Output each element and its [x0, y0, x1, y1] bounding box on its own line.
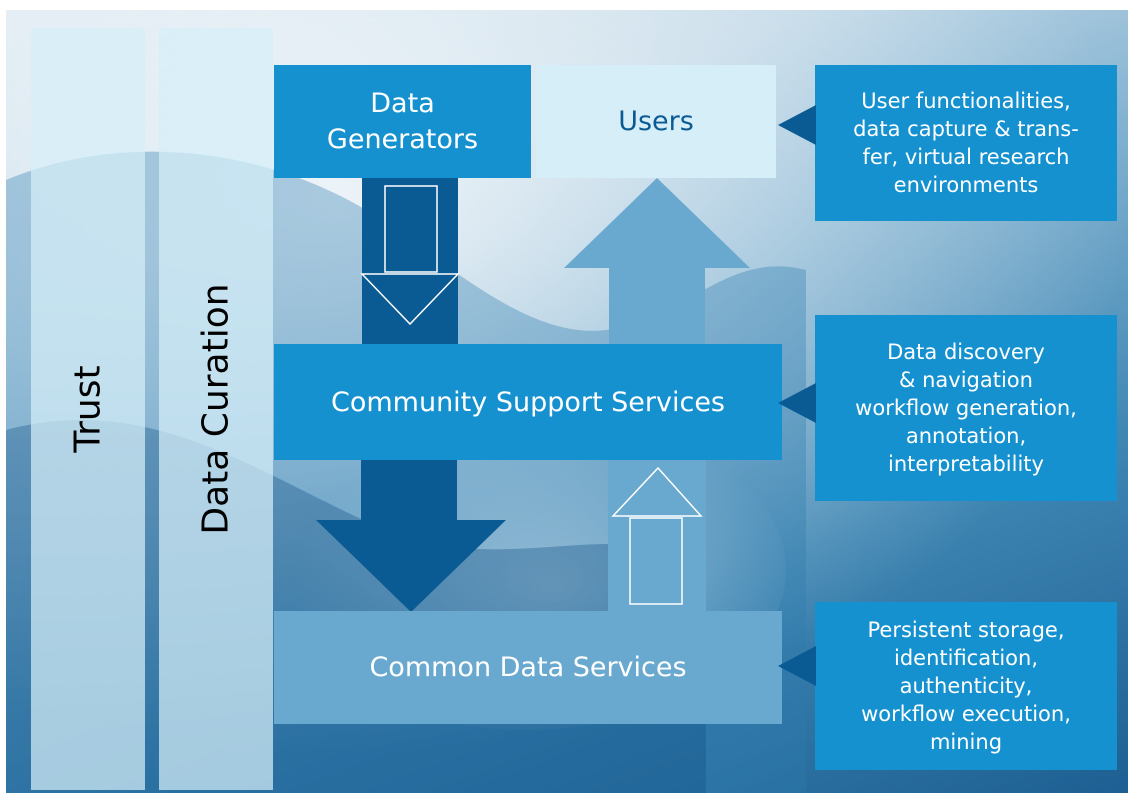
common-data-box: Common Data Services [274, 611, 782, 724]
data-generators-box: Data Generators [274, 65, 531, 178]
down-arrow-common [316, 460, 506, 612]
community-support-box: Community Support Services [274, 344, 782, 460]
users-info-line: User functionalities, [861, 89, 1071, 113]
common-data-label: Common Data Services [369, 652, 687, 683]
users-info-pointer [778, 105, 816, 145]
community-support-label: Community Support Services [330, 386, 726, 418]
community-info-line: workflow generation, [855, 396, 1077, 420]
community-info-line: annotation, [905, 424, 1027, 448]
trust-bar: Trust [31, 28, 145, 790]
common-info-line: identification, [893, 646, 1038, 670]
common-info-pointer [778, 646, 816, 686]
community-info-line: Data discovery [887, 340, 1045, 364]
common-info-line: authenticity, [899, 674, 1033, 698]
up-arrow-community [608, 460, 706, 612]
users-info-line: environments [893, 173, 1039, 197]
community-info-line: interpretability [888, 452, 1044, 476]
data-curation-label: Data Curation [195, 283, 237, 535]
data-generators-label-line2: Generators [326, 123, 479, 155]
diagram-canvas: Trust Data Curation Data Generators User… [6, 10, 1128, 793]
community-info-pointer [778, 383, 816, 423]
users-info-box: User functionalities, data capture & tra… [815, 65, 1117, 221]
community-info-line: & navigation [899, 368, 1033, 392]
up-arrow-users [564, 178, 750, 348]
trust-label: Trust [67, 365, 109, 453]
users-box: Users [536, 65, 776, 178]
data-curation-bar: Data Curation [159, 28, 273, 790]
common-info-line: workflow execution, [861, 702, 1071, 726]
users-info-line: data capture & trans- [853, 117, 1079, 141]
users-label: Users [618, 106, 694, 137]
common-info-box: Persistent storage, identification, auth… [815, 602, 1117, 770]
common-info-line: mining [929, 730, 1003, 754]
community-info-box: Data discovery & navigation workflow gen… [815, 315, 1117, 501]
data-generators-label-line1: Data [370, 87, 435, 119]
down-arrow-generators [360, 178, 460, 348]
common-info-line: Persistent storage, [867, 618, 1065, 642]
users-info-line: fer, virtual research [862, 145, 1070, 169]
